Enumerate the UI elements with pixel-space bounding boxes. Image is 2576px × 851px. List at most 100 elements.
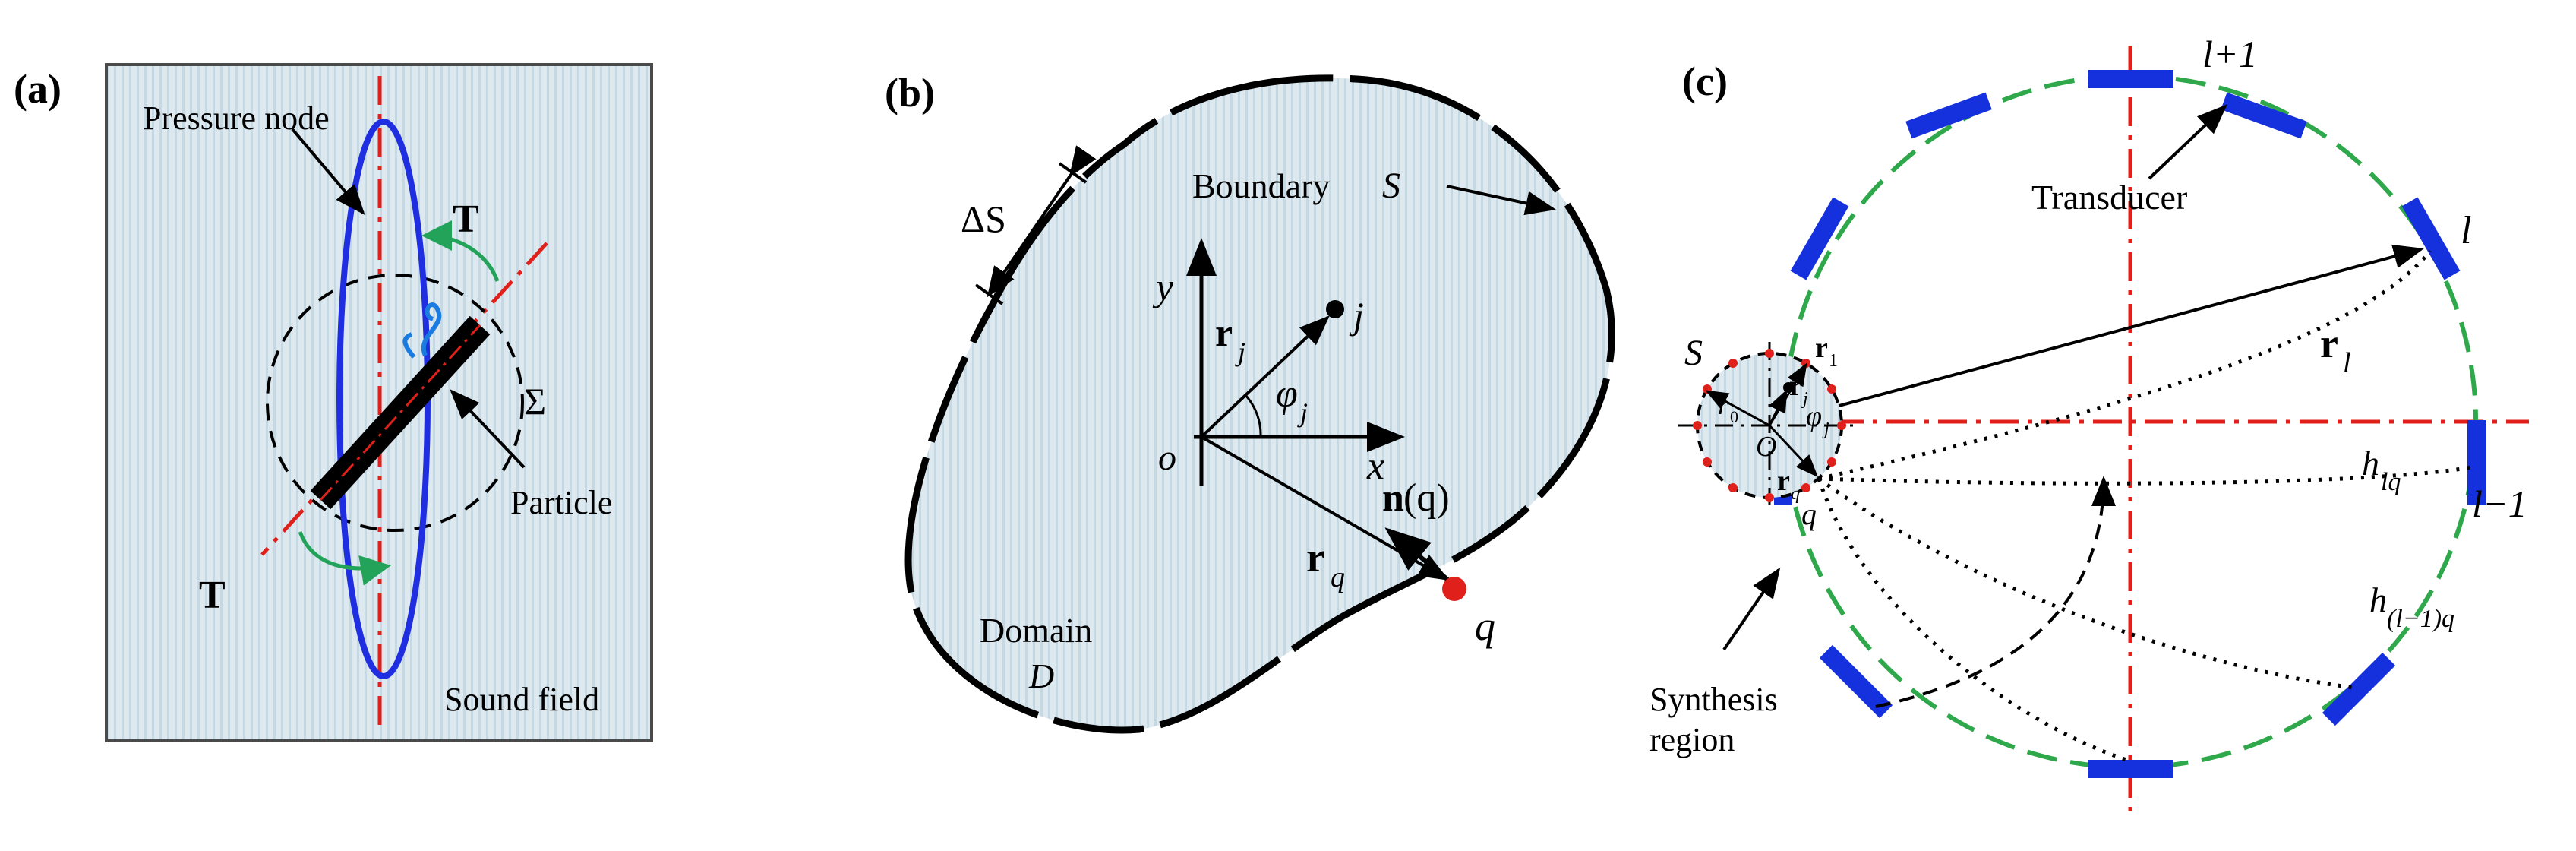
- sigma-surface-circle: [266, 274, 524, 532]
- phi-label-c: φ: [1806, 400, 1822, 432]
- torque-label-top: T: [453, 198, 479, 241]
- panel-a: (a) Pressure node T Σ Particle T Sound f…: [14, 63, 653, 742]
- r0-label: r: [1718, 390, 1729, 420]
- sample-point: [1728, 483, 1738, 492]
- boundary-symbol: S: [1382, 166, 1400, 206]
- path-h-lq: [1818, 249, 2432, 481]
- sample-point: [1765, 493, 1774, 502]
- transducer: [2088, 760, 2174, 778]
- h-lq-subscript: lq: [2381, 468, 2401, 496]
- sigma-label: Σ: [524, 380, 546, 422]
- synthesis-label-line2: region: [1649, 721, 1735, 758]
- panel-a-tag: (a): [14, 66, 62, 112]
- panel-c-tag: (c): [1682, 59, 1728, 104]
- x-axis-label: x: [1366, 444, 1384, 488]
- transducer: [2088, 70, 2174, 88]
- torque-arrow-bottom: [298, 531, 391, 586]
- torque-label-bottom: T: [199, 574, 226, 617]
- delta-s-tick-top: [1058, 162, 1088, 184]
- point-j: [1326, 300, 1344, 318]
- rj-vector-c: [1768, 389, 1788, 426]
- h-l1q-subscript: (l−1)q: [2387, 605, 2454, 633]
- transducer: [2322, 652, 2396, 726]
- r1-subscript: 1: [1829, 351, 1838, 371]
- h-lq-label: h: [2362, 444, 2379, 482]
- panel-b-tag: (b): [885, 70, 935, 115]
- sample-point: [1765, 349, 1774, 358]
- domain-symbol: D: [1028, 656, 1054, 695]
- s-label-c: S: [1684, 333, 1703, 373]
- rq-subscript-c: q: [1791, 484, 1800, 504]
- transducer: [2221, 92, 2307, 139]
- phi-subscript: j: [1297, 397, 1308, 428]
- transducer-index-l: l: [2461, 209, 2471, 252]
- delta-s-dimension: [987, 145, 1097, 298]
- transducer: [2467, 420, 2486, 505]
- particle-rod-axis: [319, 324, 481, 501]
- h-l1q-label: h: [2369, 581, 2387, 619]
- origin-label: o: [1158, 438, 1176, 478]
- sample-points: [1693, 349, 1846, 502]
- y-axis-label: y: [1152, 266, 1174, 309]
- boundary-pointer: [1446, 185, 1556, 216]
- angle-symbol-icon: [402, 302, 442, 359]
- rl-vector: [1765, 244, 2424, 427]
- point-j-c: [1783, 382, 1794, 393]
- sample-point: [1703, 457, 1712, 467]
- sample-point: [1837, 421, 1846, 430]
- origin-label-c: O: [1756, 431, 1776, 463]
- r0-subscript: 0: [1730, 407, 1738, 426]
- transducer: [1790, 197, 1849, 280]
- transducer-label: Transducer: [2031, 178, 2187, 217]
- path-bottom: [1817, 478, 2127, 762]
- sample-point: [1728, 359, 1738, 368]
- particle-pointer: [450, 389, 526, 469]
- r0-vector: [1705, 390, 1770, 427]
- transducer-index-l-plus-1: l+1: [2202, 33, 2258, 75]
- path-lower-right: [1817, 476, 2355, 690]
- pressure-node-pointer: [291, 128, 365, 216]
- normal-argument: (q): [1403, 476, 1450, 520]
- torque-arrow-top: [421, 220, 500, 282]
- synthesis-label-line1: Synthesis: [1649, 681, 1778, 718]
- sample-point: [1827, 457, 1836, 467]
- panel-c: (c) l+1 Transducer l l−1 r l: [1649, 33, 2529, 821]
- domain-label: Domain: [980, 611, 1092, 650]
- point-q: [1442, 577, 1466, 601]
- rj-subscript-c: j: [1801, 389, 1808, 409]
- rl-label: r: [2320, 321, 2338, 366]
- transducer: [1819, 644, 1893, 719]
- phi-arc: [1244, 394, 1262, 438]
- r1-label: r: [1815, 332, 1828, 364]
- rq-label: r: [1306, 534, 1325, 581]
- rj-label: r: [1215, 312, 1233, 355]
- phi-subscript-c: j: [1822, 419, 1829, 439]
- rq-subscript: q: [1331, 562, 1345, 593]
- sweep-arrow: [1875, 476, 2116, 708]
- normal-vector: [1384, 527, 1456, 587]
- q-label-c: q: [1801, 497, 1817, 531]
- rj-label-c: r: [1789, 370, 1802, 402]
- boundary-label: Boundary: [1192, 166, 1330, 205]
- transducer-index-l-minus-1: l−1: [2472, 482, 2527, 525]
- sample-point: [1801, 483, 1810, 492]
- rq-vector-c: [1768, 424, 1819, 478]
- transducer: [1905, 92, 1992, 139]
- delta-s-label: ΔS: [961, 198, 1006, 240]
- particle-label: Particle: [510, 484, 612, 521]
- sound-field-label: Sound field: [444, 681, 599, 718]
- rj-subscript: j: [1235, 337, 1245, 367]
- rl-subscript: l: [2343, 347, 2351, 379]
- synthesis-pointer: [1722, 567, 1781, 651]
- phi-label: φ: [1276, 372, 1298, 416]
- transducer-pointer: [2148, 104, 2227, 180]
- rq-label-c: r: [1777, 465, 1790, 497]
- panel-b: (b) ΔS Boundary S y x o j r j φ j r q n: [885, 70, 1615, 734]
- normal-label: n: [1382, 476, 1404, 520]
- rj-vector: [1200, 315, 1330, 438]
- pressure-node-label: Pressure node: [143, 100, 330, 137]
- transducer: [2401, 197, 2461, 280]
- sample-point: [1827, 384, 1836, 394]
- point-q-label: q: [1475, 603, 1495, 649]
